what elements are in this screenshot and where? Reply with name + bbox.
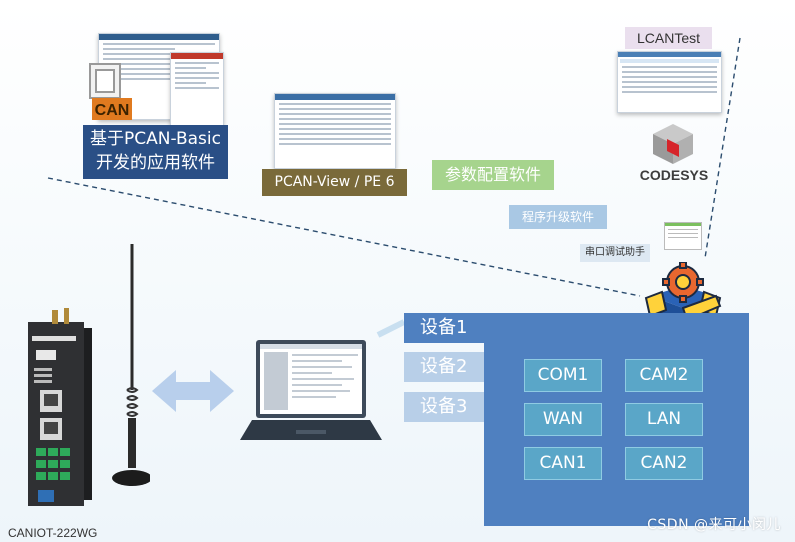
bidirectional-arrow-icon [152,370,234,412]
gateway-device-icon [28,244,150,506]
pcan-view-screenshot [274,93,396,169]
port-can1: CAN1 [524,447,602,480]
watermark: CSDN @来可小闵儿 [647,517,781,533]
device-model-label: CANIOT-222WG [8,526,98,540]
codesys-logo-icon [653,124,693,164]
port-lan: LAN [625,403,703,436]
port-can2: CAN2 [625,447,703,480]
param-config-label: 参数配置软件 [432,160,554,190]
lcantest-label: LCANTest [625,27,712,49]
port-com1: COM1 [524,359,602,392]
pcan-basic-label-line1: 基于PCAN-Basic [89,129,221,149]
pcan-basic-label-line2: 开发的应用软件 [96,153,215,173]
serial-tool-screenshot [664,222,702,250]
laptop-icon [240,340,382,440]
svg-text:CAN: CAN [95,102,130,119]
port-cam2: CAM2 [625,359,703,392]
codesys-label: CODESYS [639,167,709,183]
pcan-basic-dialog [170,52,224,126]
pcan-logo-icon: CAN [89,63,132,120]
lcantest-screenshot [617,51,722,113]
pcan-basic-label: 基于PCAN-Basic 开发的应用软件 [83,125,228,179]
device-tab-3[interactable]: 设备3 [404,392,484,422]
port-wan: WAN [524,403,602,436]
serial-debug-label: 串口调试助手 [580,244,650,262]
device-tab-2[interactable]: 设备2 [404,352,484,382]
device-tab-1[interactable]: 设备1 [404,313,484,343]
pcan-view-label: PCAN-View / PE 6 [262,169,407,196]
program-upgrade-label: 程序升级软件 [509,205,607,229]
